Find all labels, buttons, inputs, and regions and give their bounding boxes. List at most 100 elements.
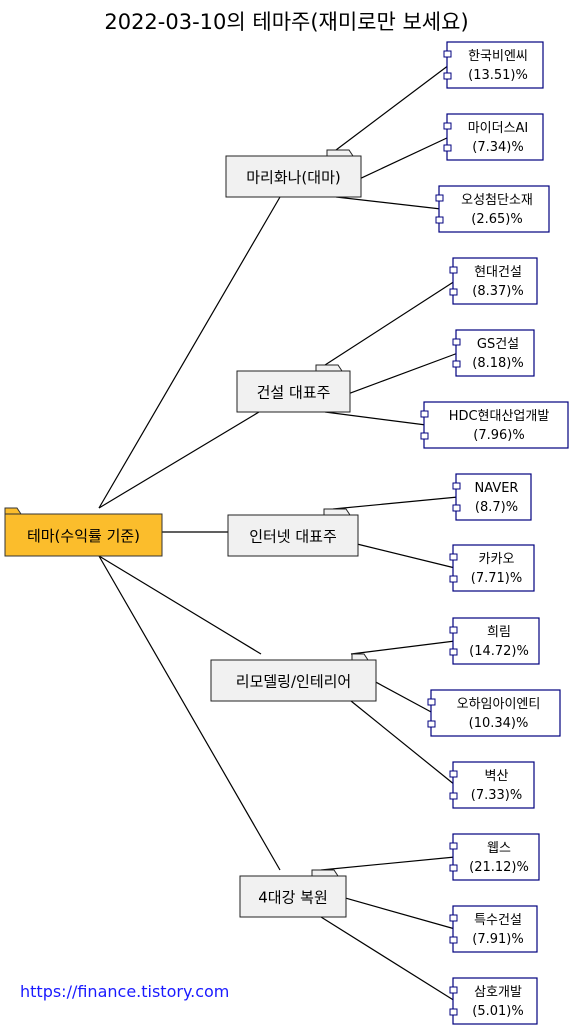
stock-return: (13.51)% <box>468 68 528 83</box>
stock-node[interactable]: 오하임아이엔티(10.34)% <box>427 689 561 737</box>
root-to-theme-line <box>98 555 262 655</box>
theme-node[interactable]: 인터넷 대표주 <box>227 508 359 557</box>
stock-name: 특수건설 <box>474 913 522 928</box>
stock-node[interactable]: 삼호개발(5.01)% <box>449 977 538 1025</box>
component-port-icon <box>449 266 458 274</box>
component-port-icon <box>449 553 458 561</box>
stock-box <box>423 401 569 449</box>
folder-body <box>239 875 347 918</box>
component-port-icon <box>452 482 461 490</box>
stock-node[interactable]: 벽산 (7.33)% <box>449 761 535 809</box>
theme-to-stock-line <box>350 640 456 655</box>
stock-node[interactable]: 마이더스AI(7.34)% <box>443 113 544 161</box>
folder-body <box>225 155 362 198</box>
theme-to-stock-line <box>349 352 459 394</box>
stock-return: (7.34)% <box>472 140 523 155</box>
folder-body <box>227 514 359 557</box>
component-port-icon <box>452 360 461 368</box>
node-label: 테마(수익률 기준) <box>27 527 140 545</box>
footer-link[interactable]: https://finance.tistory.com <box>20 982 230 1001</box>
stock-name: 현대건설 <box>474 265 522 280</box>
stock-node[interactable]: 웹스(21.12)% <box>449 833 540 881</box>
stock-node[interactable]: 한국비엔씨 (13.51)% <box>443 41 544 89</box>
stock-box <box>446 113 544 161</box>
stock-node[interactable]: GS건설 (8.18)% <box>452 329 535 377</box>
node-label: 리모델링/인테리어 <box>236 673 351 691</box>
stock-name: 벽산 <box>485 769 509 784</box>
component-port-icon <box>449 575 458 583</box>
component-port-icon <box>452 504 461 512</box>
stock-node[interactable]: HDC현대산업개발(7.96)% <box>420 401 569 449</box>
theme-node[interactable]: 4대강 복원 <box>239 869 347 918</box>
folder-body <box>210 659 377 702</box>
diagram-title: 2022-03-10의 테마주(재미로만 보세요) <box>104 10 469 34</box>
node-label: 건설 대표주 <box>257 384 331 402</box>
stock-node[interactable]: 특수건설 (7.91)% <box>449 905 538 953</box>
stock-return: (14.72)% <box>469 644 529 659</box>
theme-to-stock-line <box>350 700 456 786</box>
component-port-icon <box>449 626 458 634</box>
stock-box <box>438 185 550 233</box>
component-port-icon <box>443 144 452 152</box>
theme-to-stock-line <box>357 543 456 569</box>
connector-lines <box>98 64 459 1002</box>
theme-to-stock-line <box>335 64 450 151</box>
stock-box <box>430 689 561 737</box>
theme-to-stock-line <box>345 897 456 930</box>
root-node[interactable]: 테마(수익률 기준) <box>4 507 163 557</box>
component-port-icon <box>443 72 452 80</box>
stock-node[interactable]: 희림 (14.72)% <box>449 617 540 665</box>
stock-box <box>452 617 540 665</box>
component-port-icon <box>449 842 458 850</box>
component-port-icon <box>427 698 436 706</box>
component-port-icon <box>449 914 458 922</box>
theme-node[interactable]: 리모델링/인테리어 <box>210 653 377 702</box>
node-label: 4대강 복원 <box>258 889 328 907</box>
component-port-icon <box>427 720 436 728</box>
stock-name: 한국비엔씨 <box>468 49 528 64</box>
theme-to-stock-line <box>332 496 459 510</box>
stock-return: (7.96)% <box>473 428 524 443</box>
stock-return: (8.18)% <box>472 356 523 371</box>
stock-node[interactable]: 오성첨단소재(2.65)% <box>435 185 550 233</box>
theme-to-stock-line <box>360 136 450 179</box>
stock-return: (7.71)% <box>471 571 522 586</box>
stock-box <box>452 977 538 1025</box>
root-to-theme-line <box>98 411 260 509</box>
stock-name: 오성첨단소재 <box>461 193 533 208</box>
component-port-icon <box>435 194 444 202</box>
nodes: 테마(수익률 기준) 마리화나(대마) 한국비엔씨 (13.51)% 마이더스AI(7.… <box>4 41 569 1025</box>
component-port-icon <box>449 864 458 872</box>
stock-box <box>455 473 532 521</box>
stock-return: (7.91)% <box>472 932 523 947</box>
theme-to-stock-line <box>324 280 456 366</box>
component-port-icon <box>435 216 444 224</box>
component-port-icon <box>420 432 429 440</box>
component-port-icon <box>449 792 458 800</box>
stock-name: 카카오 <box>479 552 515 567</box>
component-port-icon <box>443 122 452 130</box>
folder-tab-icon <box>315 364 343 372</box>
component-port-icon <box>449 770 458 778</box>
stock-box <box>452 905 538 953</box>
stock-name: GS건설 <box>477 337 519 352</box>
stock-name: NAVER <box>475 481 519 496</box>
theme-node[interactable]: 건설 대표주 <box>236 364 351 413</box>
stock-node[interactable]: 카카오 (7.71)% <box>449 544 535 592</box>
stock-node[interactable]: 현대건설(8.37)% <box>449 257 538 305</box>
root-to-theme-line <box>98 196 281 509</box>
folder-tab-icon <box>311 869 339 877</box>
root-to-theme-line <box>98 555 281 871</box>
component-port-icon <box>449 936 458 944</box>
node-label: 마리화나(대마) <box>246 169 341 187</box>
stock-return: (7.33)% <box>471 788 522 803</box>
theme-node[interactable]: 마리화나(대마) <box>225 149 362 198</box>
stock-box <box>452 544 535 592</box>
component-port-icon <box>452 338 461 346</box>
stock-name: 희림 <box>487 625 511 640</box>
stock-node[interactable]: NAVER(8.7)% <box>452 473 532 521</box>
component-port-icon <box>449 986 458 994</box>
stock-return: (10.34)% <box>469 716 529 731</box>
stock-box <box>452 833 540 881</box>
